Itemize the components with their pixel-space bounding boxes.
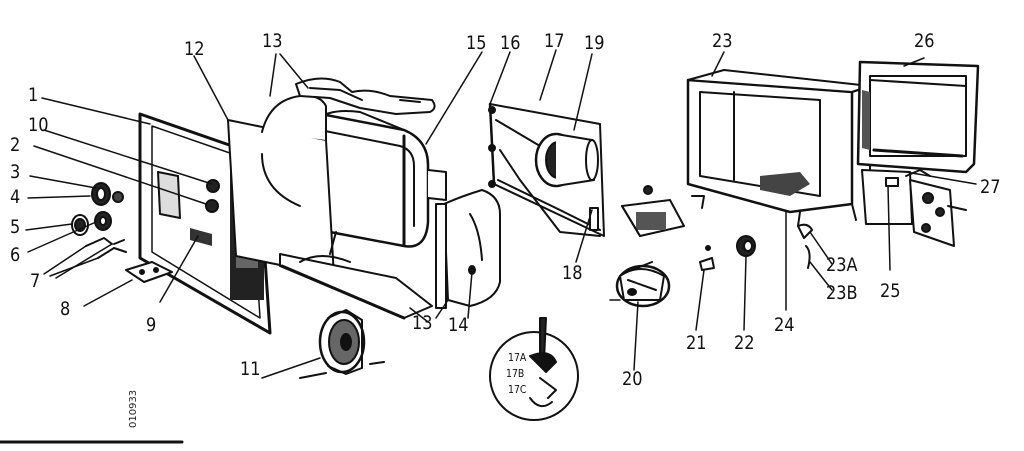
cabinet-clips — [797, 223, 813, 269]
side-panel — [435, 189, 501, 309]
label-12: 12 — [184, 38, 205, 60]
label-3: 3 — [10, 161, 21, 183]
label-13-bottom: 13 — [412, 312, 433, 334]
small-parts — [699, 235, 756, 271]
label-14: 14 — [448, 314, 469, 336]
detail-inset — [489, 317, 579, 421]
label-23b: 23B — [826, 282, 858, 304]
tuner-assembly — [615, 261, 671, 308]
label-13-top: 13 — [262, 30, 283, 52]
leader-lines — [25, 49, 977, 379]
bottom-plate — [279, 231, 433, 320]
label-25: 25 — [880, 280, 901, 302]
label-17: 17 — [544, 30, 565, 52]
circuit-module — [621, 185, 685, 237]
label-5: 5 — [10, 216, 21, 238]
label-15: 15 — [466, 32, 487, 54]
label-22: 22 — [734, 332, 755, 354]
brackets — [85, 237, 173, 283]
label-19: 19 — [584, 32, 605, 54]
label-4: 4 — [10, 186, 21, 208]
label-23: 23 — [712, 30, 733, 52]
label-24: 24 — [774, 314, 795, 336]
label-11: 11 — [240, 358, 261, 380]
cabinet — [686, 69, 871, 227]
label-16: 16 — [500, 32, 521, 54]
label-18: 18 — [562, 262, 583, 284]
label-1: 1 — [28, 84, 39, 106]
speaker — [299, 309, 385, 379]
label-21: 21 — [686, 332, 707, 354]
label-17a: 17A — [508, 351, 527, 364]
label-26: 26 — [914, 30, 935, 52]
label-7: 7 — [30, 270, 41, 292]
top-shield — [295, 77, 436, 115]
label-6: 6 — [10, 244, 21, 266]
picture-tube — [298, 108, 447, 248]
label-2: 2 — [10, 134, 21, 156]
deflection-yoke — [534, 132, 599, 188]
back-cover — [856, 60, 980, 174]
label-10: 10 — [28, 114, 49, 136]
label-17b: 17B — [506, 367, 525, 380]
chassis-board — [861, 169, 967, 247]
label-9: 9 — [146, 314, 157, 336]
label-23a: 23A — [826, 254, 858, 276]
drawing-code: 010933 — [128, 389, 139, 428]
tube-mask — [227, 94, 335, 277]
label-27: 27 — [980, 176, 1001, 198]
label-17c: 17C — [508, 383, 527, 396]
label-20: 20 — [622, 368, 643, 390]
label-8: 8 — [60, 298, 71, 320]
